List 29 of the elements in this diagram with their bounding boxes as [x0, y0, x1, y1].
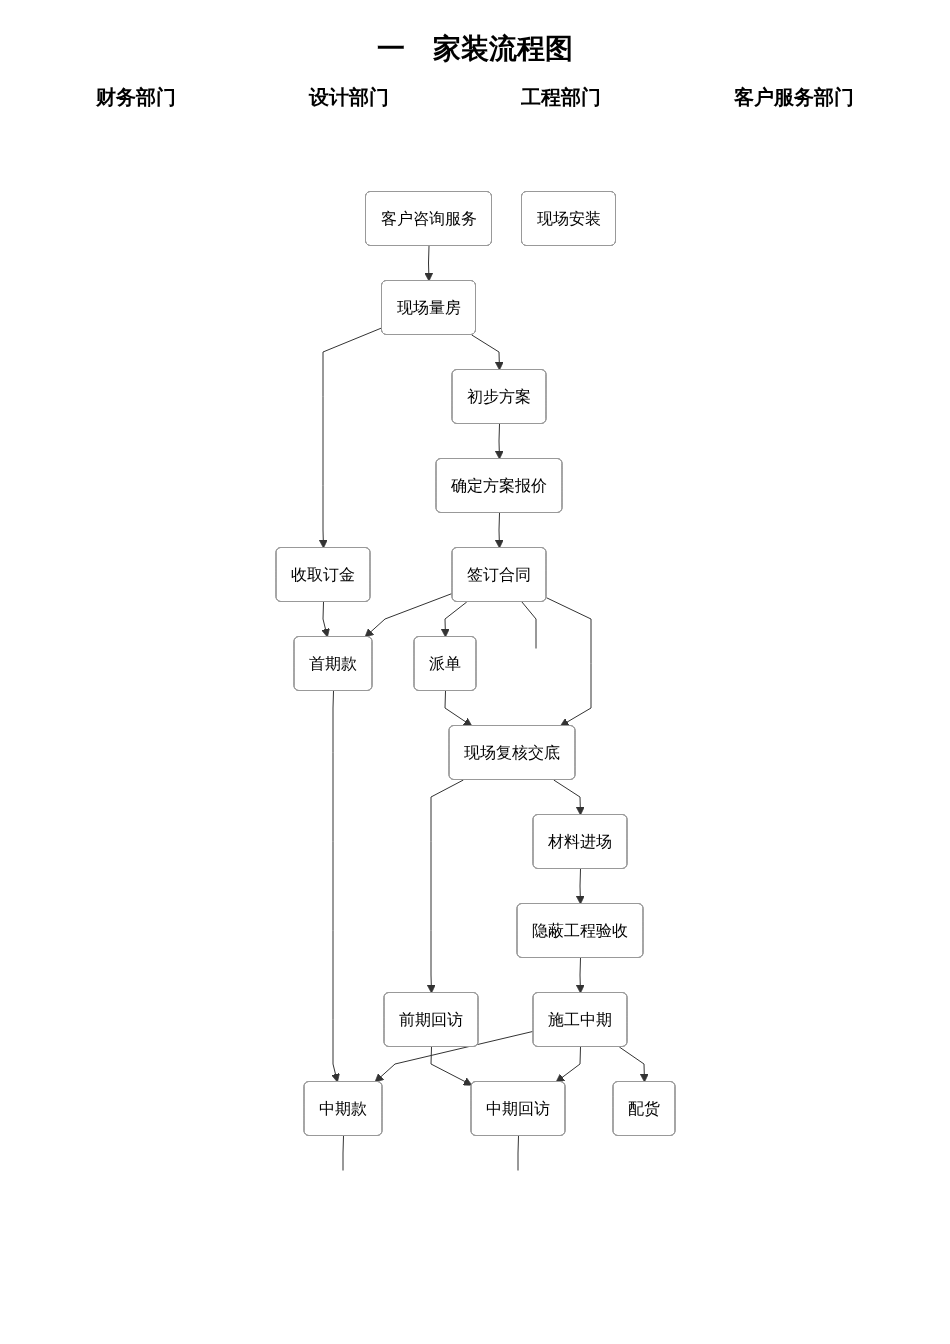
connector	[342, 1135, 344, 1171]
node-text: 客户咨询服务	[380, 208, 476, 228]
arrow	[575, 957, 585, 994]
diagram-title: 一 家装流程图	[376, 31, 574, 67]
arrow	[470, 334, 504, 371]
node-text: 现场量房	[396, 297, 460, 317]
arrow	[318, 327, 382, 549]
arrow	[423, 245, 433, 282]
arrow	[330, 690, 340, 1083]
arrow	[575, 868, 585, 905]
arrow	[555, 1046, 581, 1083]
arrow	[364, 592, 453, 638]
arrow	[320, 601, 330, 638]
arrow	[430, 1046, 472, 1086]
arrow	[374, 1030, 534, 1083]
arrow	[494, 423, 504, 460]
lane-heading: 设计部门	[308, 84, 389, 111]
lane-heading: 财务部门	[96, 84, 177, 111]
connector	[520, 601, 536, 649]
lane-heading: 工程部门	[521, 84, 602, 111]
arrow	[618, 1046, 649, 1083]
arrow	[426, 779, 464, 994]
lane-heading: 客户服务部门	[733, 84, 854, 111]
arrow	[440, 601, 467, 638]
connector	[517, 1135, 519, 1171]
arrow	[494, 512, 504, 549]
arrow	[444, 690, 472, 727]
arrow	[552, 779, 585, 816]
arrow	[545, 597, 591, 727]
